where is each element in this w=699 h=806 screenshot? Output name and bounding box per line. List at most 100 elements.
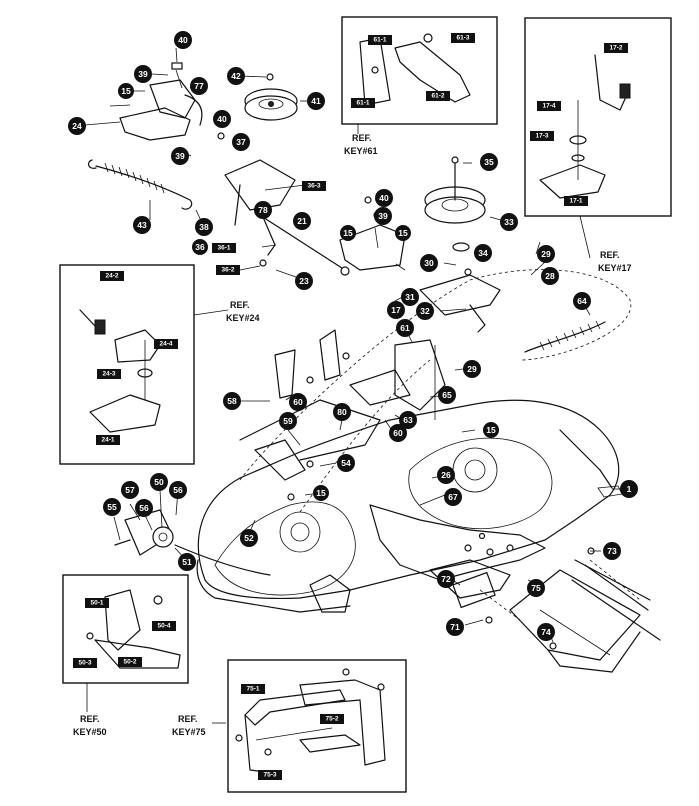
drive-belt [239,269,632,481]
svg-text:24-2: 24-2 [105,273,118,280]
svg-text:78: 78 [258,205,268,215]
svg-text:60: 60 [393,428,403,438]
callout-39b: 39 [171,147,189,165]
svg-text:40: 40 [379,193,389,203]
svg-text:21: 21 [297,216,307,226]
bracket-36-assembly [224,159,346,271]
callout-77: 77 [190,77,208,95]
svg-text:17-2: 17-2 [609,45,622,52]
svg-text:REF.: REF. [230,300,250,310]
svg-text:24: 24 [72,121,82,131]
tag-75-3: 75-3 [258,770,282,780]
callout-39a: 39 [134,65,152,83]
tag-61-3: 61-3 [451,33,475,43]
callout-54: 54 [337,454,355,472]
callout-29a: 29 [537,245,555,263]
svg-text:24-3: 24-3 [102,371,115,378]
svg-text:61: 61 [400,323,410,333]
svg-text:64: 64 [577,296,587,306]
ref-label-key75: REF. KEY#75 [172,714,226,737]
svg-text:55: 55 [107,502,117,512]
callout-73: 73 [603,542,621,560]
svg-text:17-1: 17-1 [569,198,582,205]
svg-text:REF.: REF. [600,250,620,260]
tension-spring [87,159,193,210]
callout-56a: 56 [169,481,187,499]
svg-text:61-2: 61-2 [431,93,444,100]
callout-24: 24 [68,117,86,135]
tag-50-1: 50-1 [85,598,109,608]
svg-text:36-3: 36-3 [307,183,320,190]
callout-33: 33 [500,213,518,231]
tag-24-4: 24-4 [154,339,178,349]
svg-text:24-1: 24-1 [101,437,114,444]
callout-43: 43 [133,216,151,234]
rod-73 [574,559,651,601]
svg-text:74: 74 [541,627,551,637]
belt-path-line [299,359,431,513]
svg-text:37: 37 [236,137,246,147]
svg-text:36-2: 36-2 [221,267,234,274]
callout-60b: 60 [289,393,307,411]
svg-text:75: 75 [531,583,541,593]
pulley-33 [424,159,486,224]
callout-32: 32 [416,302,434,320]
idler-arm-assembly [119,62,203,141]
tag-50-3: 50-3 [73,658,97,668]
tag-24-2: 24-2 [100,271,124,281]
svg-text:61-1: 61-1 [373,37,386,44]
ref-label-key17: REF. KEY#17 [579,215,632,273]
svg-text:61-3: 61-3 [456,35,469,42]
svg-text:43: 43 [137,220,147,230]
callout-15b: 15 [340,225,356,241]
callout-61: 61 [396,319,414,337]
svg-text:40: 40 [217,114,227,124]
svg-text:42: 42 [231,71,241,81]
svg-text:61-1: 61-1 [356,100,369,107]
svg-text:30: 30 [424,258,434,268]
tag-17-4: 17-4 [537,101,561,111]
callout-15c: 15 [395,225,411,241]
tag-61-1b: 61-1 [351,98,375,108]
callout-64: 64 [573,292,591,310]
callout-1: 1 [620,480,638,498]
callout-72: 72 [437,570,455,588]
callout-60a: 60 [389,424,407,442]
svg-text:36-1: 36-1 [217,245,230,252]
svg-text:75-1: 75-1 [246,686,259,693]
svg-text:38: 38 [199,222,209,232]
svg-text:17-3: 17-3 [535,133,548,140]
tag-36-2: 36-2 [216,265,240,275]
bracket-31-32 [419,274,501,333]
svg-text:39: 39 [175,151,185,161]
svg-text:28: 28 [545,271,555,281]
svg-text:39: 39 [138,69,148,79]
callout-71: 71 [446,618,464,636]
svg-text:80: 80 [337,407,347,417]
svg-text:56: 56 [139,503,149,513]
svg-text:KEY#24: KEY#24 [226,313,260,323]
callout-30: 30 [420,254,438,272]
tag-61-2: 61-2 [426,91,450,101]
svg-text:24-4: 24-4 [159,341,172,348]
left-brackets [239,329,446,481]
svg-text:15: 15 [398,228,408,238]
svg-text:32: 32 [420,306,430,316]
tag-50-2: 50-2 [118,657,142,667]
svg-text:52: 52 [244,533,254,543]
svg-text:REF.: REF. [80,714,100,724]
callout-75: 75 [527,579,545,597]
callout-65: 65 [438,386,456,404]
svg-text:77: 77 [194,81,204,91]
callout-35: 35 [480,153,498,171]
svg-text:15: 15 [316,488,326,498]
callout-74: 74 [537,623,555,641]
mower-deck [196,399,623,613]
svg-text:57: 57 [125,485,135,495]
callout-34: 34 [474,244,492,262]
svg-text:15: 15 [343,228,353,238]
callout-63: 63 [399,411,417,429]
svg-text:65: 65 [442,390,452,400]
